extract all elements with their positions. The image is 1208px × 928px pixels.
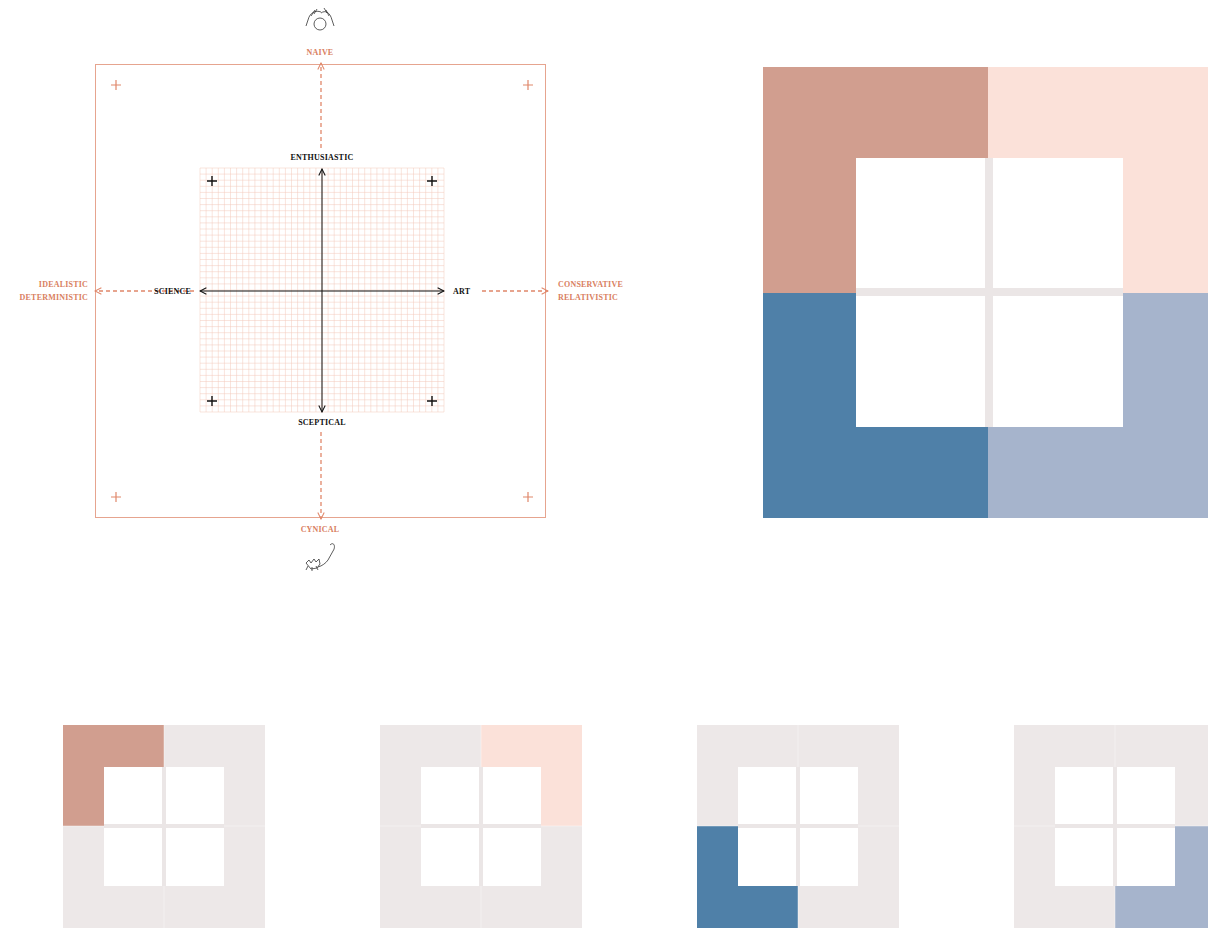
inner-square	[421, 767, 541, 886]
hand-sketch	[318, 544, 334, 567]
dashed-arrow	[320, 63, 321, 148]
plus-marks	[111, 80, 533, 502]
plus-mark	[111, 80, 121, 90]
cross-bar	[1055, 824, 1175, 828]
plus-mark	[207, 396, 217, 406]
outer-arrows	[95, 63, 548, 519]
dashed-arrow	[482, 290, 548, 291]
plus-mark	[427, 396, 437, 406]
flower-sketch	[306, 559, 320, 569]
plus-mark	[111, 492, 121, 502]
grid-line	[200, 168, 444, 169]
ball-sketch	[314, 18, 326, 30]
plus-mark	[523, 492, 533, 502]
axis-label: SCEPTICAL	[298, 416, 346, 429]
plus-marks	[207, 176, 437, 406]
plus-mark	[523, 80, 533, 90]
pole-label: IDEALISTIC DETERMINISTIC	[20, 278, 88, 304]
cross-bar	[856, 288, 1123, 296]
inner-square	[738, 767, 858, 886]
cross-bar	[104, 824, 224, 828]
hand-sketch	[308, 9, 321, 20]
plus-mark	[207, 176, 217, 186]
axes	[200, 169, 444, 412]
pole-label: CONSERVATIVE RELATIVISTIC	[558, 278, 623, 304]
hand-sketch	[321, 8, 332, 20]
dashed-arrow	[320, 432, 321, 519]
plus-mark	[427, 176, 437, 186]
small-variant	[1014, 725, 1208, 928]
small-variant	[380, 725, 583, 928]
small-variant	[63, 725, 266, 928]
axis-label: SCIENCE	[154, 285, 191, 298]
pole-label: CYNICAL	[301, 523, 340, 536]
small-variants	[63, 725, 1208, 928]
grid-panel	[200, 168, 444, 412]
inner-square	[856, 158, 1123, 427]
hand-sketch	[306, 20, 334, 26]
axis-label: ENTHUSIASTIC	[291, 151, 354, 164]
small-variant	[697, 725, 900, 928]
grid-line	[322, 168, 323, 412]
axis-label: ART	[453, 285, 470, 298]
inner-square	[104, 767, 224, 886]
cross-bar	[738, 824, 858, 828]
pole-label: NAIVE	[307, 46, 334, 59]
inner-square	[1055, 767, 1175, 886]
hand-icon	[306, 544, 334, 571]
hand-icon	[306, 8, 334, 30]
quadrant-graphic	[763, 67, 1208, 518]
hand-sketch	[306, 566, 318, 571]
cross-bar	[421, 824, 541, 828]
axis-line	[200, 291, 444, 292]
